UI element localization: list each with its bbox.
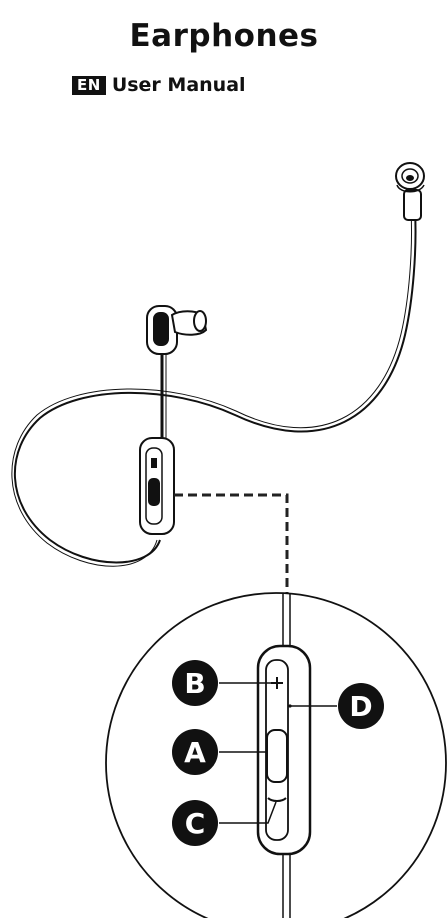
earbud-left-icon xyxy=(147,306,206,354)
remote-control-icon xyxy=(140,438,174,534)
callout-b: B xyxy=(172,660,218,706)
neckband-cable xyxy=(15,210,416,563)
callout-c: C xyxy=(172,800,218,846)
callout-a: A xyxy=(172,729,218,775)
callout-d: D xyxy=(338,683,384,729)
detail-leader-line xyxy=(174,495,287,595)
svg-text:B: B xyxy=(184,667,205,700)
earbud-right-icon xyxy=(396,163,424,220)
svg-text:D: D xyxy=(349,690,372,723)
svg-text:A: A xyxy=(184,736,206,769)
svg-text:C: C xyxy=(185,807,206,840)
